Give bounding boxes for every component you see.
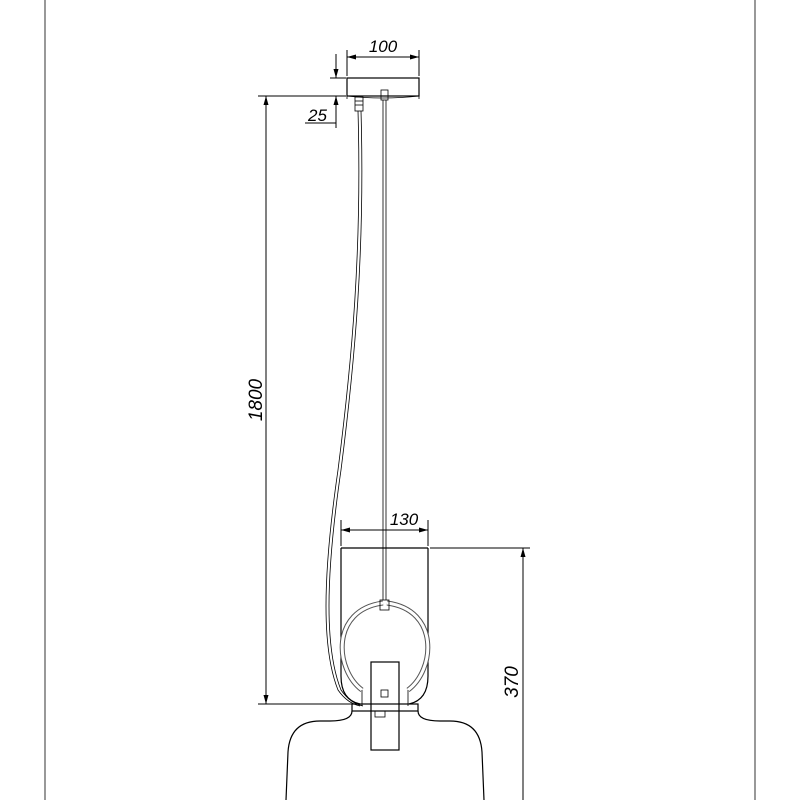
dimension-total-drop: 1800 [246,95,352,705]
cable-gland [354,96,364,112]
shade-height-label: 370 [502,666,523,698]
dimension-canopy-height: 25 [305,54,346,128]
dimension-canopy-width: 100 [346,37,420,76]
suspension-wire [382,100,387,600]
ceiling-canopy [346,77,420,112]
upper-glass-shade [340,547,429,705]
dimension-shade-height: 370 [430,547,530,800]
shade-width-label: 130 [390,510,419,529]
dimension-shade-width: 130 [340,510,429,546]
inner-frame [339,599,431,706]
canopy-height-label: 25 [307,106,327,125]
power-cable [325,110,364,707]
lamp-holder [370,661,400,751]
wire-clamp [380,89,389,101]
lower-glass-shade [285,710,485,801]
canopy-width-label: 100 [369,37,398,56]
connector-ring [351,703,419,718]
total-drop-label: 1800 [246,378,267,421]
drawing-frame [44,0,756,800]
